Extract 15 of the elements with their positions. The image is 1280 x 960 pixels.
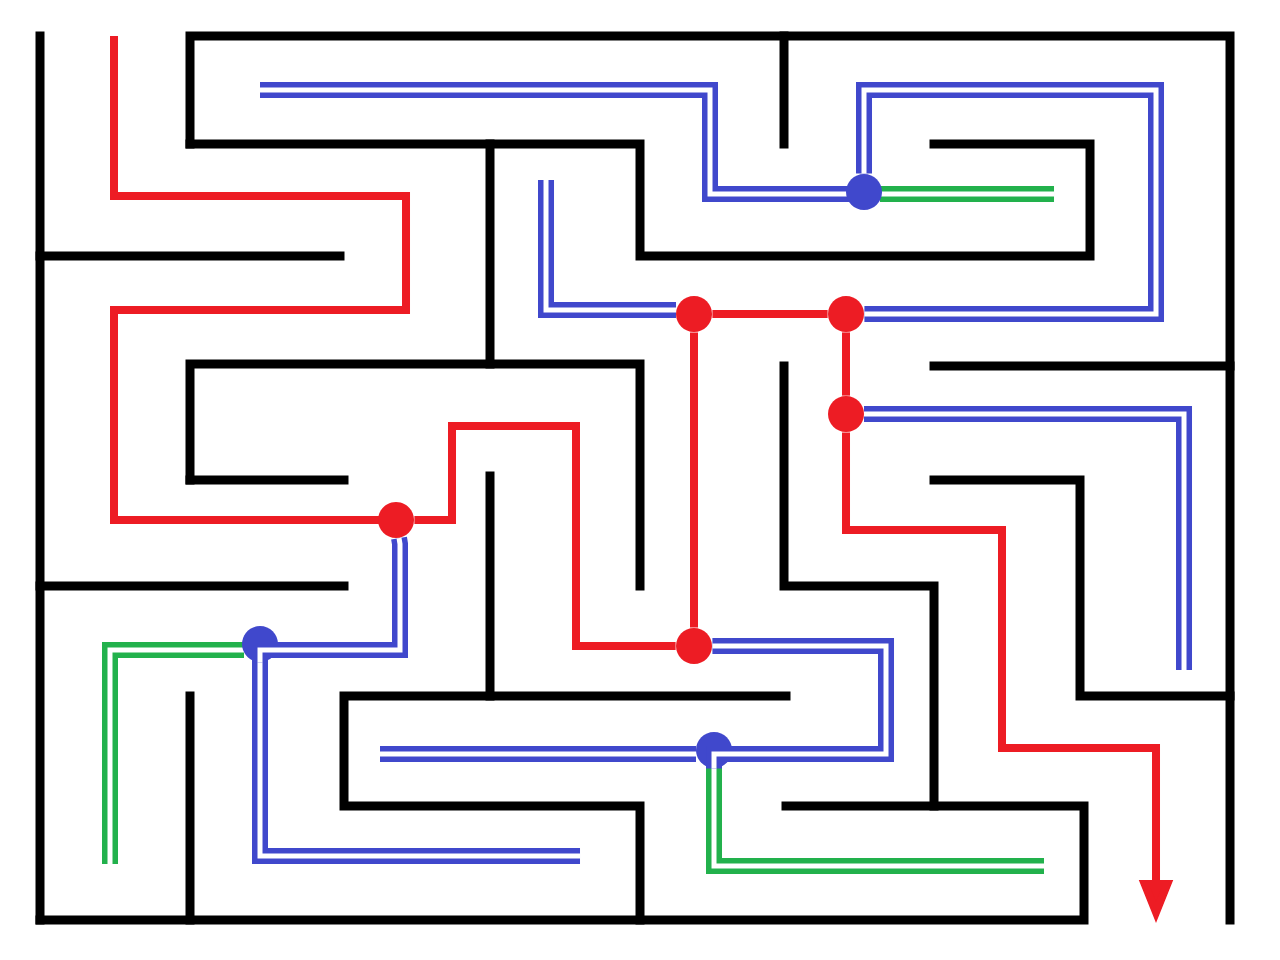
junction-dot	[828, 296, 864, 332]
path-line	[414, 422, 676, 650]
junction-dot	[696, 732, 732, 768]
path-line	[706, 638, 894, 769]
path-line	[712, 310, 828, 318]
path-line	[690, 332, 698, 628]
path-line	[252, 536, 408, 663]
path-line	[856, 82, 1164, 322]
junction-dot	[242, 626, 278, 662]
junction-dot	[846, 174, 882, 210]
junction-dot	[676, 628, 712, 664]
junction-dot	[828, 396, 864, 432]
junction-dot	[378, 502, 414, 538]
junction-dot	[676, 296, 712, 332]
path-line	[842, 332, 850, 396]
